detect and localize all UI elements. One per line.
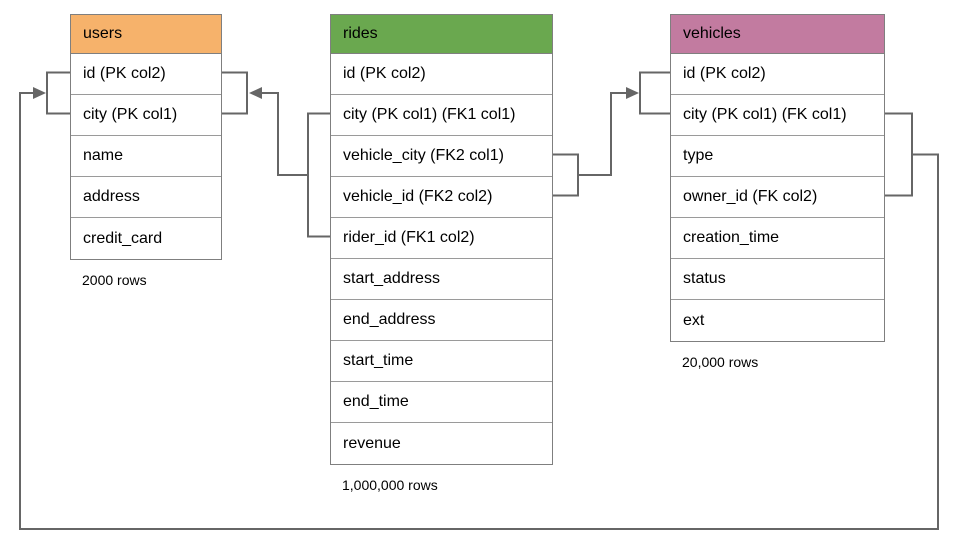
- table-vehicles-title: vehicles: [671, 15, 884, 54]
- table-vehicles-box: vehicles id (PK col2) city (PK col1) (FK…: [670, 14, 885, 342]
- table-users: users id (PK col2) city (PK col1) name a…: [70, 14, 222, 288]
- users-pk-bracket-left: [46, 71, 70, 115]
- table-row: address: [71, 177, 221, 218]
- table-rides: rides id (PK col2) city (PK col1) (FK1 c…: [330, 14, 553, 493]
- table-row: creation_time: [671, 218, 884, 259]
- table-row: ext: [671, 300, 884, 341]
- table-row: start_address: [331, 259, 552, 300]
- table-row: owner_id (FK col2): [671, 177, 884, 218]
- table-users-title: users: [71, 15, 221, 54]
- table-vehicles: vehicles id (PK col2) city (PK col1) (FK…: [670, 14, 885, 370]
- rides-fk1-bracket: [307, 112, 330, 238]
- vehicles-fk-bracket: [885, 112, 913, 197]
- table-row: credit_card: [71, 218, 221, 259]
- table-users-box: users id (PK col2) city (PK col1) name a…: [70, 14, 222, 260]
- table-row: city (PK col1): [71, 95, 221, 136]
- table-row: name: [71, 136, 221, 177]
- table-row: status: [671, 259, 884, 300]
- users-pk-bracket-right: [222, 71, 248, 115]
- rides-to-vehicles-connector: [578, 92, 627, 176]
- table-row: vehicle_id (FK2 col2): [331, 177, 552, 218]
- table-rides-title: rides: [331, 15, 552, 54]
- arrowhead-into-users-right: [249, 87, 262, 99]
- rides-fk2-bracket: [553, 153, 579, 197]
- rides-to-users-connector: [261, 92, 308, 176]
- table-row: type: [671, 136, 884, 177]
- table-row: end_time: [331, 382, 552, 423]
- table-row: city (PK col1) (FK1 col1): [331, 95, 552, 136]
- table-row: start_time: [331, 341, 552, 382]
- table-row: rider_id (FK1 col2): [331, 218, 552, 259]
- table-users-rowcount: 2000 rows: [82, 272, 147, 288]
- arrowhead-into-vehicles-left: [626, 87, 639, 99]
- table-vehicles-rowcount: 20,000 rows: [682, 354, 759, 370]
- arrowhead-into-users-left: [33, 87, 46, 99]
- table-row: id (PK col2): [71, 54, 221, 95]
- table-rides-box: rides id (PK col2) city (PK col1) (FK1 c…: [330, 14, 553, 465]
- table-row: id (PK col2): [671, 54, 884, 95]
- table-row: revenue: [331, 423, 552, 464]
- table-row: vehicle_city (FK2 col1): [331, 136, 552, 177]
- table-row: end_address: [331, 300, 552, 341]
- table-row: city (PK col1) (FK col1): [671, 95, 884, 136]
- table-rides-rowcount: 1,000,000 rows: [342, 477, 438, 493]
- table-row: id (PK col2): [331, 54, 552, 95]
- vehicles-pk-bracket: [639, 71, 670, 115]
